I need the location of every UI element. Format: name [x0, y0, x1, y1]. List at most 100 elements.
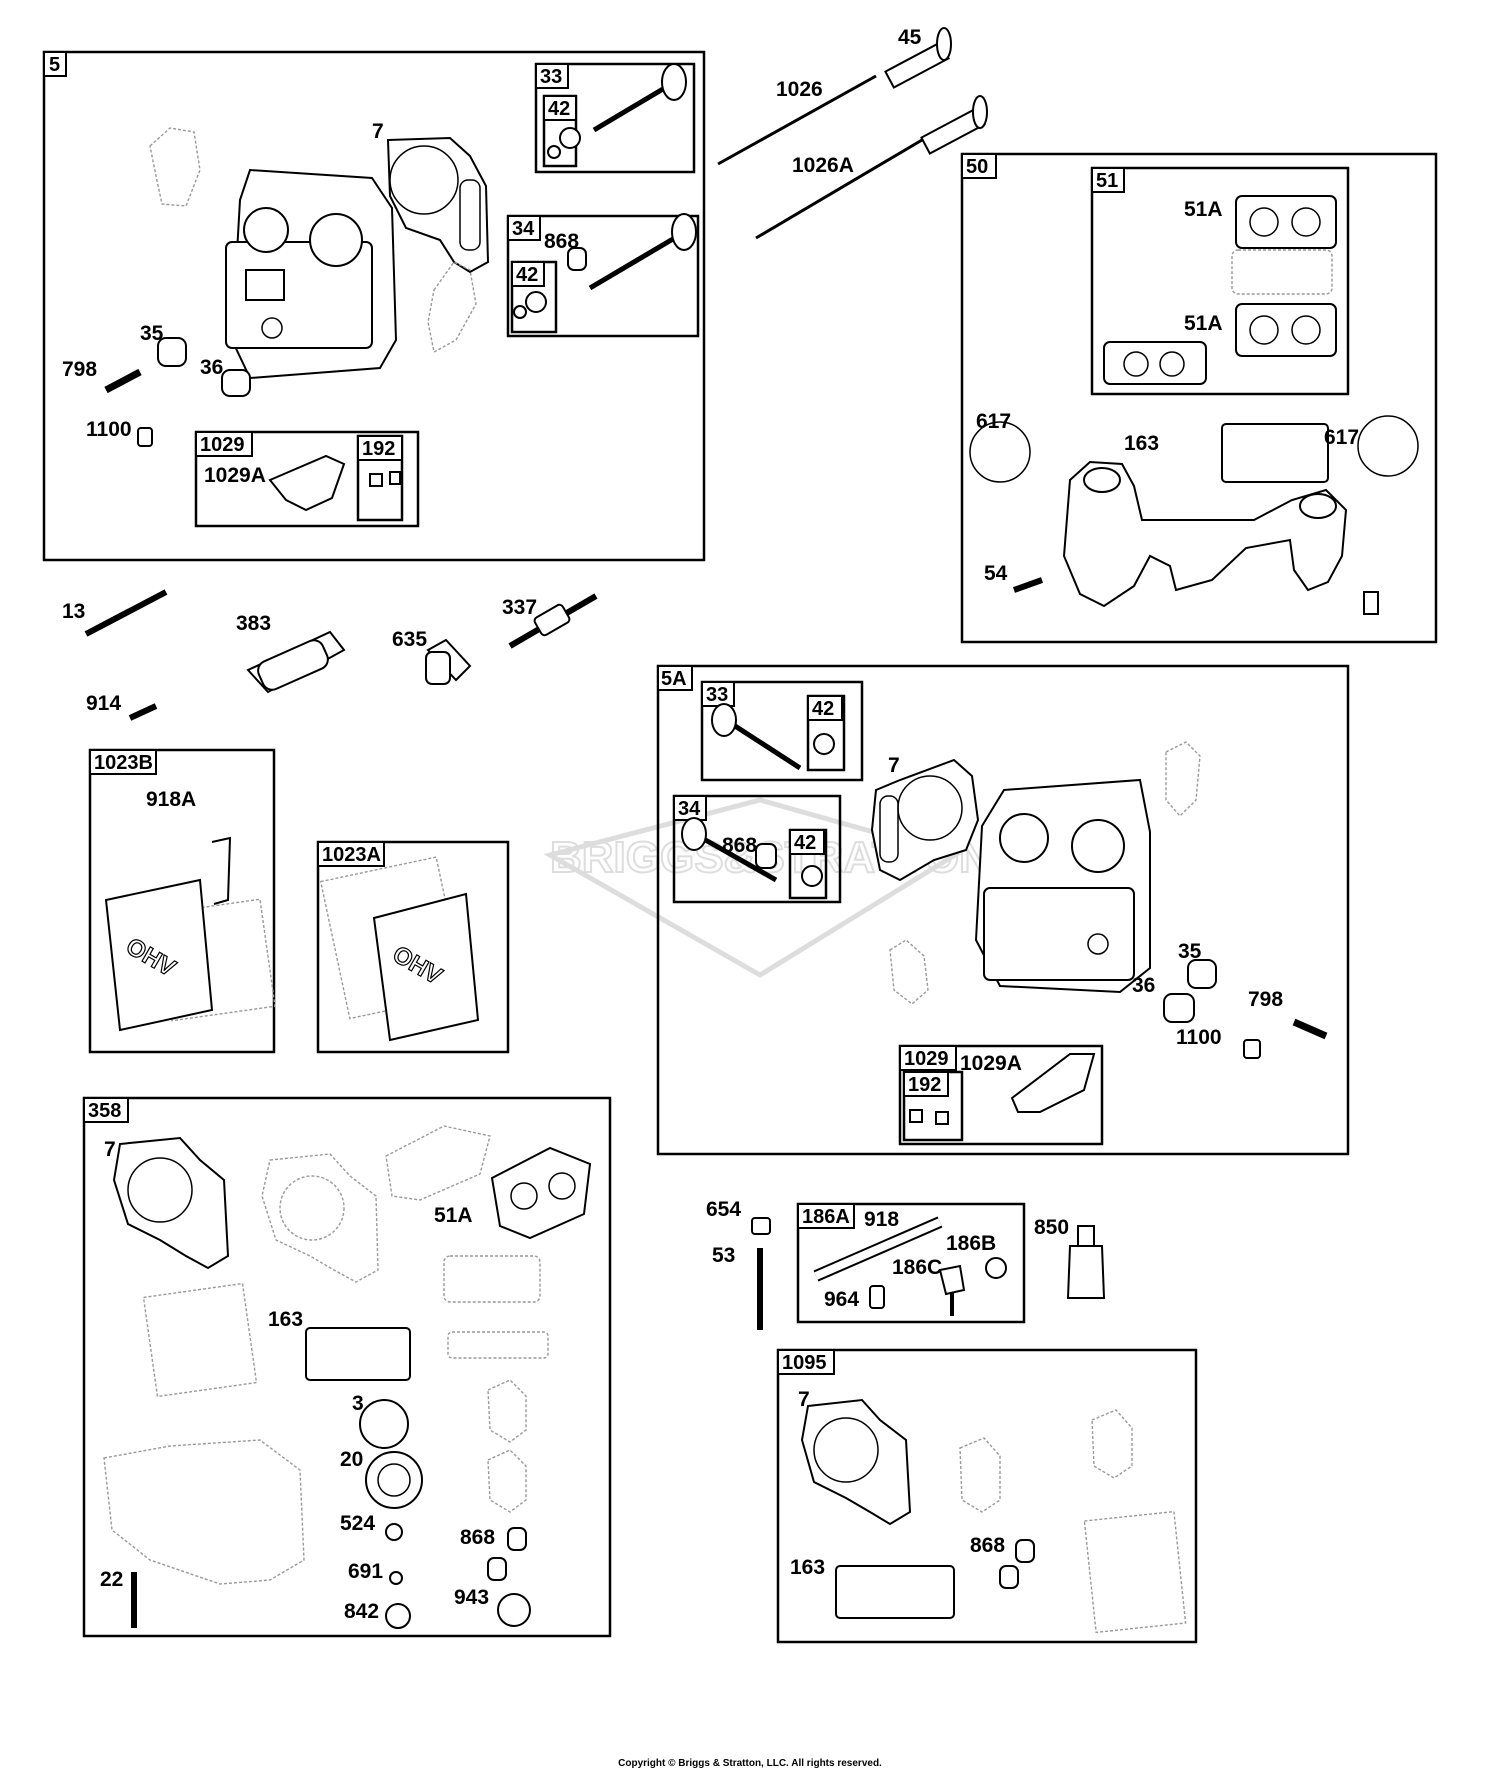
gasket-set-icon[interactable] [103, 1125, 592, 1629]
bolt-icon[interactable] [84, 589, 168, 721]
callout-label[interactable]: 7 [798, 1388, 810, 1411]
callout-label[interactable]: 7 [888, 754, 900, 777]
group-label: 1095 [782, 1352, 827, 1374]
group-186A[interactable]: 186A [796, 1202, 1026, 1324]
callout-label[interactable]: 51A [434, 1204, 473, 1227]
callout-label[interactable]: 868 [722, 834, 757, 857]
cylinder-head-icon[interactable] [974, 778, 1151, 994]
callout-label[interactable]: 850 [1034, 1216, 1069, 1239]
group-label: 192 [362, 438, 395, 460]
spark-plug-boot-icon[interactable] [425, 638, 472, 685]
callout-label[interactable]: 1029A [204, 464, 266, 487]
group-label: 33 [706, 684, 728, 706]
callout-label[interactable]: 13 [62, 600, 85, 623]
exhaust-gasket-icon[interactable] [149, 127, 477, 354]
intake-manifold-icon[interactable] [969, 415, 1419, 615]
callout-label[interactable]: 35 [1178, 940, 1202, 963]
rocker-cover-icon[interactable]: OHV OHV [104, 836, 480, 1042]
push-rod-icon[interactable] [717, 27, 988, 240]
group-50[interactable]: 50 51 [960, 152, 1438, 644]
valve-spring-icon[interactable] [104, 337, 251, 447]
callout-label[interactable]: 163 [790, 1556, 825, 1579]
callout-label[interactable]: 163 [1124, 432, 1159, 455]
callout-label[interactable]: 36 [200, 356, 223, 379]
callout-label[interactable]: 53 [712, 1244, 735, 1267]
callout-label[interactable]: 20 [340, 1448, 363, 1471]
group-1023B[interactable]: 1023B [88, 748, 276, 1054]
nut-icon[interactable] [751, 1217, 771, 1235]
callout-label[interactable]: 798 [62, 358, 97, 381]
callout-label[interactable]: 1100 [1176, 1026, 1222, 1049]
callout-label[interactable]: 51A [1184, 312, 1223, 335]
callout-label[interactable]: 943 [454, 1586, 489, 1609]
copyright-notice: Copyright © Briggs & Stratton, LLC. All … [618, 1758, 882, 1769]
spark-plug-icon[interactable] [508, 593, 598, 649]
callout-label[interactable]: 36 [1132, 974, 1155, 997]
callout-label[interactable]: 337 [502, 596, 537, 619]
rocker-arm-icon[interactable] [268, 454, 401, 512]
callout-label[interactable]: 186B [946, 1232, 996, 1255]
callout-label[interactable]: 798 [1248, 988, 1283, 1011]
group-label: 1023A [322, 844, 381, 866]
callout-label[interactable]: 524 [340, 1512, 375, 1535]
group-label: 34 [678, 798, 701, 820]
callout-label[interactable]: 654 [706, 1198, 741, 1221]
callout-label[interactable]: 617 [1324, 426, 1359, 449]
callout-label[interactable]: 868 [970, 1534, 1005, 1557]
callout-label[interactable]: 868 [460, 1526, 495, 1549]
callout-label[interactable]: 1100 [86, 418, 132, 441]
callout-label[interactable]: 51A [1184, 198, 1223, 221]
callout-label[interactable]: 22 [100, 1568, 123, 1591]
callout-label[interactable]: 1029A [960, 1052, 1022, 1075]
valve-keeper-icon[interactable] [513, 127, 581, 319]
callout-label[interactable]: 914 [86, 692, 121, 715]
callout-label[interactable]: 1026 [776, 78, 823, 101]
group-label: 42 [516, 264, 538, 286]
head-gasket-icon[interactable] [386, 136, 490, 274]
sealant-tube-icon[interactable] [1066, 1225, 1106, 1299]
callout-label[interactable]: 35 [140, 322, 164, 345]
group-1029[interactable]: 1029 192 [194, 430, 420, 528]
callout-label[interactable]: 7 [104, 1138, 116, 1161]
callout-label[interactable]: 186C [892, 1256, 942, 1279]
rocker-arm-icon[interactable] [909, 1053, 1096, 1125]
group-1023A[interactable]: 1023A [316, 840, 510, 1054]
callout-label[interactable]: 54 [984, 562, 1008, 585]
exhaust-gasket-icon[interactable] [889, 741, 1201, 1005]
callout-label[interactable]: 163 [268, 1308, 303, 1331]
breather-tube-icon[interactable] [246, 630, 346, 694]
group-label: 192 [908, 1074, 941, 1096]
group-label: 358 [88, 1100, 121, 1122]
callout-label[interactable]: 3 [352, 1392, 364, 1415]
group-label: 1029 [904, 1048, 949, 1070]
group-5A[interactable]: 5A 33 42 34 42 1029 192 [656, 664, 1350, 1156]
cylinder-head-icon[interactable] [225, 168, 398, 380]
callout-label[interactable]: 691 [348, 1560, 383, 1583]
callout-label[interactable]: 617 [976, 410, 1011, 433]
intake-gasket-icon[interactable] [1103, 195, 1337, 385]
callout-label[interactable]: 635 [392, 628, 427, 651]
group-358[interactable]: 358 [82, 1096, 612, 1638]
gasket-set-icon[interactable] [800, 1398, 1187, 1634]
callout-label[interactable]: 842 [344, 1600, 379, 1623]
group-34[interactable]: 34 42 [506, 214, 700, 338]
callout-label[interactable]: 45 [898, 26, 922, 49]
group-5[interactable]: 5 [42, 50, 706, 562]
head-gasket-icon[interactable] [870, 758, 980, 882]
group-33[interactable]: 33 42 [534, 62, 696, 174]
valve-spring-icon[interactable] [1163, 959, 1328, 1059]
group-1095[interactable]: 1095 [776, 1348, 1198, 1644]
callout-label[interactable]: 964 [824, 1288, 859, 1311]
callout-label[interactable]: 868 [544, 230, 579, 253]
valve-keeper-icon[interactable] [801, 733, 835, 887]
valve-icon[interactable] [567, 63, 697, 291]
callout-label[interactable]: 383 [236, 612, 271, 635]
callout-label[interactable]: 918 [864, 1208, 899, 1231]
breather-hose-icon[interactable] [813, 1216, 1007, 1316]
callout-label[interactable]: 7 [372, 120, 384, 143]
group-label: 5 [49, 54, 60, 76]
callout-label[interactable]: 1026A [792, 154, 854, 177]
callout-label[interactable]: 918A [146, 788, 196, 811]
valve-icon[interactable] [681, 703, 802, 883]
